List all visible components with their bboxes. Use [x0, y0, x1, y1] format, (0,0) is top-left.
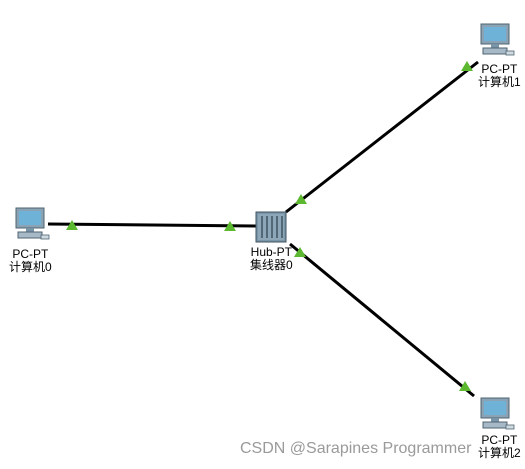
device-label-pc0: PC-PT 计算机0	[9, 248, 52, 274]
device-name: 计算机0	[9, 260, 52, 274]
device-model: PC-PT	[481, 62, 518, 76]
link-up-indicator	[459, 381, 471, 391]
link-up-indicator	[66, 220, 78, 230]
device-model: PC-PT	[12, 247, 49, 261]
pc-icon[interactable]	[480, 23, 515, 56]
device-model: PC-PT	[481, 433, 518, 447]
hub-icon[interactable]	[255, 211, 287, 243]
cable-hub0-pc1[interactable]	[285, 60, 479, 214]
cable-pc0-hub0[interactable]	[47, 222, 257, 228]
device-name: 计算机2	[478, 446, 521, 460]
link-up-indicator	[461, 61, 473, 71]
link-up-indicator	[294, 247, 306, 257]
watermark: CSDN @Sarapines Programmer	[240, 440, 472, 457]
device-label-hub0: Hub-PT 集线器0	[250, 246, 293, 272]
cable-hub0-pc2[interactable]	[289, 242, 475, 398]
pc-icon[interactable]	[15, 207, 50, 240]
device-name: 集线器0	[250, 258, 293, 272]
device-label-pc2: PC-PT 计算机2	[478, 434, 521, 460]
device-model: Hub-PT	[250, 245, 293, 259]
device-label-pc1: PC-PT 计算机1	[478, 63, 521, 89]
link-up-indicator	[224, 221, 236, 231]
link-up-indicator	[295, 194, 307, 204]
pc-icon[interactable]	[480, 397, 515, 430]
device-name: 计算机1	[478, 75, 521, 89]
